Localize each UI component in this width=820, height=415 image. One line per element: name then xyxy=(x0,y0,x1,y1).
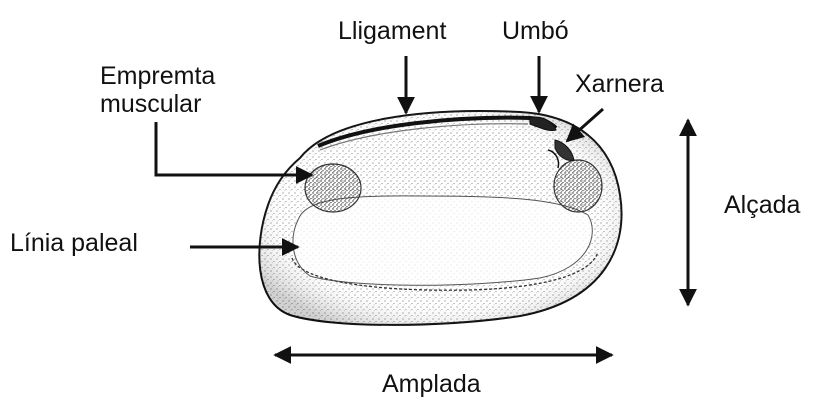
muscle-scar-posterior xyxy=(554,160,602,212)
label-empremta-line2: muscular xyxy=(100,90,215,118)
label-alcada: Alçada xyxy=(724,193,800,218)
label-ligament: Lligament xyxy=(338,19,446,44)
arrow-empremta xyxy=(156,122,312,175)
label-linia-paleal: Línia paleal xyxy=(10,231,138,256)
label-amplada: Amplada xyxy=(382,372,481,397)
muscle-scar-anterior xyxy=(305,164,361,212)
label-empremta-line1: Empremta xyxy=(100,62,215,90)
label-empremta-muscular: Empremta muscular xyxy=(100,62,215,118)
shell xyxy=(259,111,621,325)
label-xarnera: Xarnera xyxy=(575,72,664,97)
label-umbo: Umbó xyxy=(502,19,569,44)
